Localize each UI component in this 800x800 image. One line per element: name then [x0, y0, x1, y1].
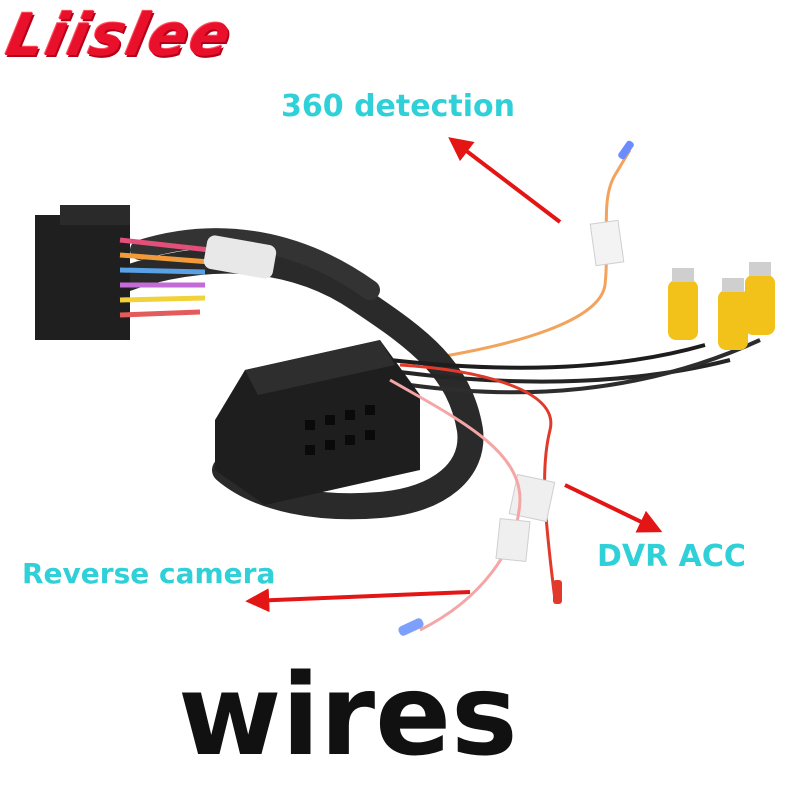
label-360-detection: 360 detection	[281, 89, 515, 124]
orange-wire-tag	[589, 219, 625, 267]
caption-wires: wires	[178, 651, 518, 781]
pink-wire-tag	[495, 517, 531, 563]
arrow-reverse-camera	[245, 588, 471, 613]
label-reverse-camera: Reverse camera	[22, 557, 276, 590]
center-connector	[215, 340, 420, 505]
harness-sleeve-2	[130, 228, 380, 300]
orange-wire	[419, 149, 632, 362]
pink-wire-tip	[398, 618, 424, 636]
red-wire-tip	[553, 580, 562, 604]
black-wire-3	[409, 338, 761, 395]
pink-wire	[389, 378, 522, 632]
red-wire	[399, 363, 557, 601]
arrow-dvr-acc	[564, 483, 663, 533]
black-wires	[389, 343, 706, 370]
left-connector	[35, 205, 211, 340]
label-dvr-acc: DVR ACC	[597, 539, 746, 574]
orange-wire-tip	[618, 140, 634, 160]
rca-connectors	[668, 262, 775, 350]
harness-label-sleeve	[203, 235, 277, 279]
brand-logo: Liislee	[0, 1, 240, 69]
arrow-360-detection	[448, 137, 562, 224]
